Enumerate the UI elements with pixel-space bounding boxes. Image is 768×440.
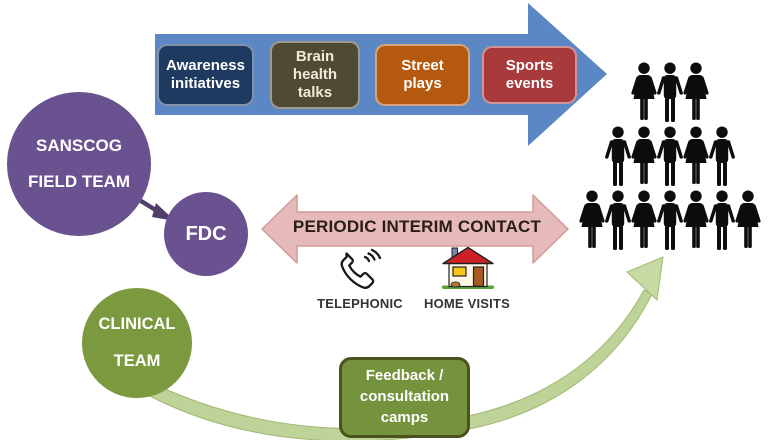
sanscog-label-line1: SANSCOG <box>36 136 122 155</box>
community-crowd-icon <box>579 62 761 252</box>
man-silhouette-icon <box>709 124 735 188</box>
fdc-circle: FDC <box>164 192 248 276</box>
clinical-label-line1: CLINICAL <box>98 315 176 333</box>
woman-silhouette-icon <box>683 188 709 250</box>
clinical-team-circle: CLINICAL TEAM <box>82 288 192 398</box>
house-door <box>472 266 485 287</box>
woman-silhouette-icon <box>631 124 657 186</box>
man-silhouette-icon <box>605 188 631 252</box>
flow-box-awareness-initiatives: Awareness initiatives <box>157 44 254 106</box>
flow-box-sports-events: Sports events <box>482 46 577 104</box>
feedback-consultation-camps-box: Feedback / consultation camps <box>339 357 470 438</box>
house-window <box>452 266 467 277</box>
woman-silhouette-icon <box>579 188 605 250</box>
house-icon <box>442 246 494 289</box>
woman-silhouette-icon <box>683 124 709 186</box>
flow-box-brain-health-talks: Brain health talks <box>270 41 360 109</box>
periodic-contact-double-arrow-icon <box>261 194 569 264</box>
home-visits-label: HOME VISITS <box>424 296 510 311</box>
telephonic-label: TELEPHONIC <box>317 296 403 311</box>
telephone-icon <box>340 248 382 289</box>
man-silhouette-icon <box>605 124 631 188</box>
flow-box-street-plays: Street plays <box>375 44 470 106</box>
man-silhouette-icon <box>657 124 683 188</box>
man-silhouette-icon <box>657 62 683 124</box>
woman-silhouette-icon <box>631 62 657 122</box>
woman-silhouette-icon <box>683 62 709 122</box>
woman-silhouette-icon <box>735 188 761 250</box>
feedback-curve-arrowhead-icon <box>626 256 664 302</box>
clinical-label-line2: TEAM <box>113 352 161 370</box>
sanscog-label-line2: FIELD TEAM <box>28 172 130 191</box>
woman-silhouette-icon <box>631 188 657 250</box>
man-silhouette-icon <box>657 188 683 252</box>
periodic-interim-contact-label: PERIODIC INTERIM CONTACT <box>292 217 542 236</box>
man-silhouette-icon <box>709 188 735 252</box>
house-bush <box>450 281 461 288</box>
house-roof <box>442 246 494 265</box>
sanscog-field-team-circle: SANSCOG FIELD TEAM <box>7 92 151 236</box>
